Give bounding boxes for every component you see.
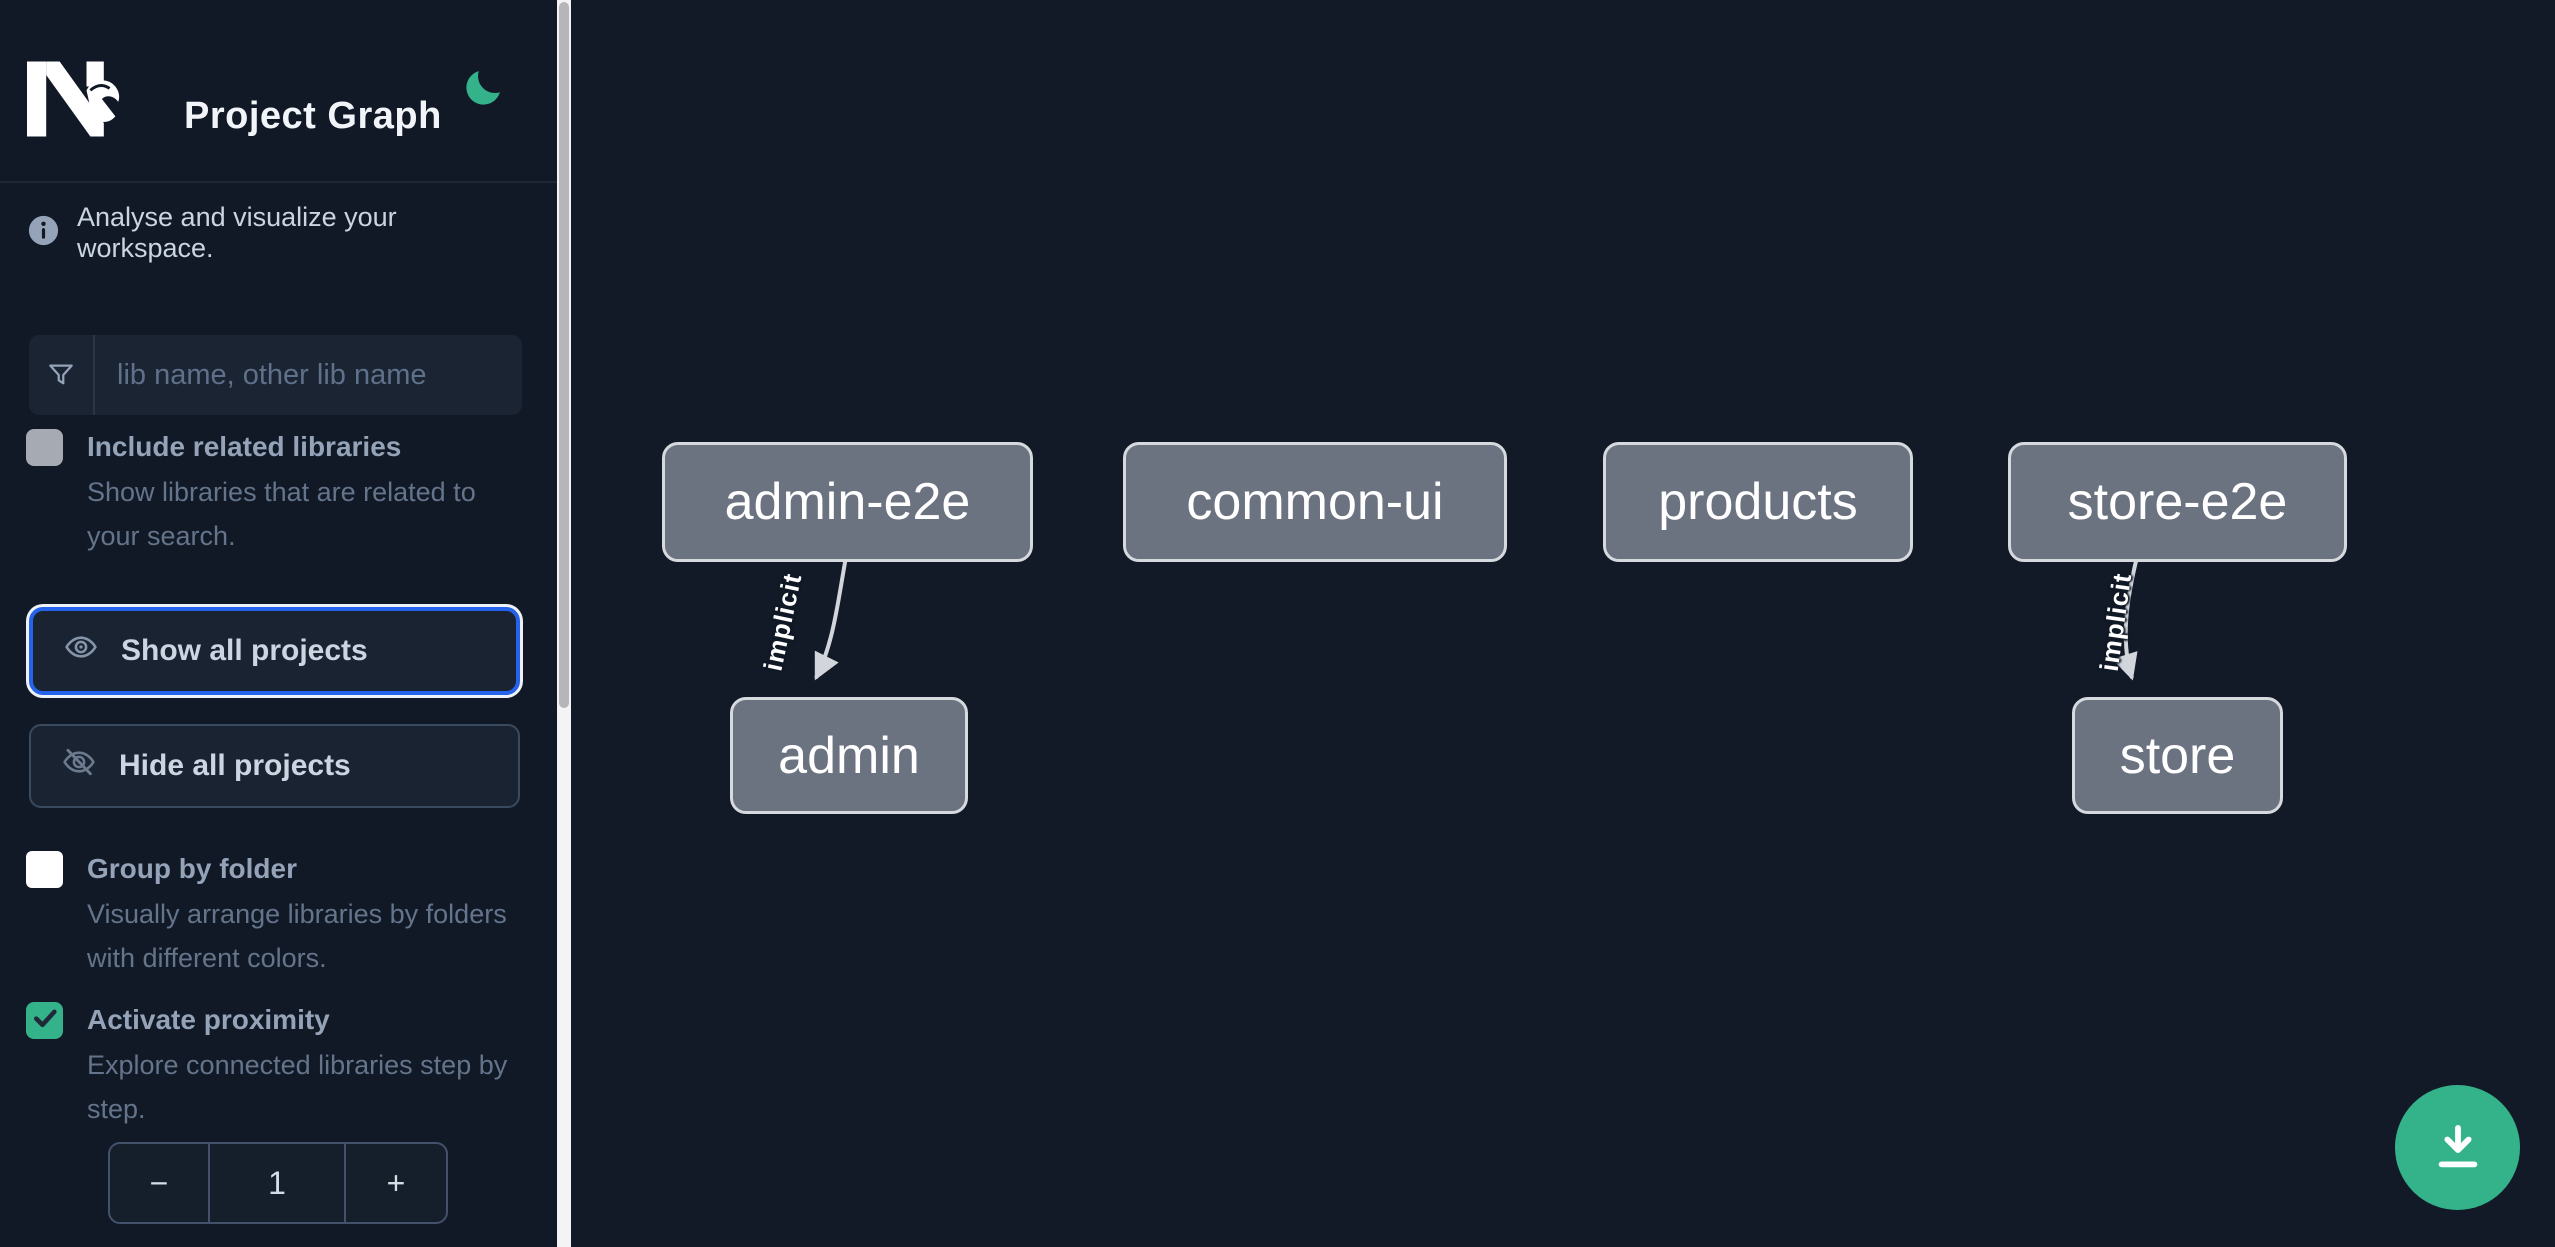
include-related-label: Include related libraries — [87, 431, 402, 462]
download-graph-button[interactable] — [2395, 1085, 2520, 1210]
activate-proximity-label: Activate proximity — [87, 1004, 330, 1035]
group-by-folder-label: Group by folder — [87, 853, 297, 884]
group-by-folder-checkbox[interactable] — [26, 851, 63, 888]
nx-logo-icon — [27, 60, 123, 138]
graph-node-admin-e2e[interactable]: admin-e2e — [662, 442, 1033, 562]
group-by-folder-description: Visually arrange libraries by folders wi… — [87, 899, 507, 973]
activate-proximity-description: Explore connected libraries step by step… — [87, 1050, 508, 1124]
sidebar-header: Project Graph — [0, 0, 557, 183]
sidebar: Project Graph Analyse and visualize your… — [0, 0, 557, 1247]
graph-node-store[interactable]: store — [2072, 697, 2283, 814]
show-all-projects-label: Show all projects — [121, 634, 368, 667]
stepper-increment-button[interactable]: + — [344, 1144, 446, 1222]
edge-admin-e2e-to-admin[interactable] — [814, 556, 848, 681]
stepper-value[interactable]: 1 — [268, 1164, 286, 1201]
info-icon — [26, 213, 61, 253]
activate-proximity-checkbox[interactable] — [26, 1002, 63, 1039]
include-related-description: Show libraries that are related to your … — [87, 477, 476, 551]
filter-input-group — [29, 335, 522, 415]
graph-node-store-e2e[interactable]: store-e2e — [2008, 442, 2347, 562]
checkmark-icon — [30, 1003, 60, 1038]
theme-toggle-button[interactable] — [450, 56, 516, 122]
workspace-info: Analyse and visualize your workspace. — [26, 202, 526, 264]
eye-icon — [63, 629, 99, 673]
sidebar-scrollbar-thumb[interactable] — [559, 2, 569, 708]
filter-input[interactable] — [95, 335, 522, 415]
edge-store-e2e-to-store[interactable] — [2112, 556, 2139, 681]
page-title: Project Graph — [184, 95, 442, 138]
include-related-option: Include related libraries Show libraries… — [26, 428, 526, 558]
stepper-decrement-button[interactable]: − — [110, 1144, 210, 1222]
show-all-projects-button[interactable]: Show all projects — [29, 607, 520, 695]
include-related-checkbox[interactable] — [26, 429, 63, 466]
proximity-depth-stepper: − 1 + — [108, 1142, 448, 1224]
download-icon — [2429, 1117, 2487, 1178]
edge-layer — [814, 556, 2139, 681]
activate-proximity-option: Activate proximity Explore connected lib… — [26, 1001, 526, 1131]
graph-node-products[interactable]: products — [1603, 442, 1913, 562]
funnel-icon — [29, 335, 95, 415]
hide-all-projects-label: Hide all projects — [119, 749, 351, 782]
hide-all-projects-button[interactable]: Hide all projects — [29, 724, 520, 808]
moon-icon — [460, 65, 506, 114]
group-by-folder-option: Group by folder Visually arrange librari… — [26, 850, 526, 980]
graph-node-common-ui[interactable]: common-ui — [1123, 442, 1507, 562]
eye-off-icon — [61, 744, 97, 788]
info-text: Analyse and visualize your workspace. — [77, 202, 397, 263]
graph-canvas[interactable]: implicit implicit admin-e2e common-ui pr… — [571, 0, 2555, 1247]
sidebar-scrollbar-track[interactable] — [557, 0, 571, 1247]
graph-node-admin[interactable]: admin — [730, 697, 968, 814]
